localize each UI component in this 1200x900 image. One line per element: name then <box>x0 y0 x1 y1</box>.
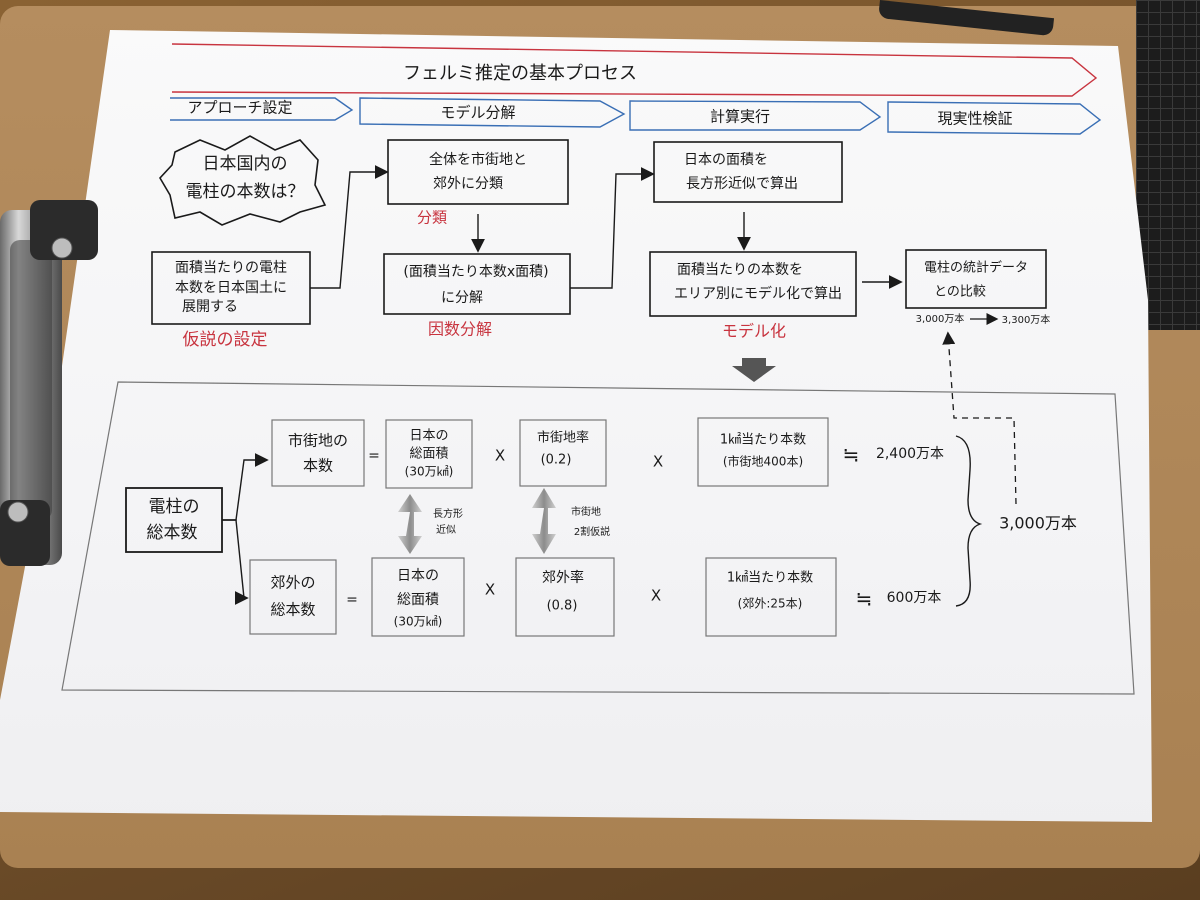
svg-text:=: = <box>368 448 380 464</box>
page-title: フェルミ推定の基本プロセス <box>403 63 637 84</box>
title-banner: フェルミ推定の基本プロセス <box>171 43 1098 97</box>
factor-label: 因数分解 <box>428 320 492 339</box>
svg-text:日本の面積を: 日本の面積を <box>684 152 768 168</box>
svg-text:近似: 近似 <box>436 523 456 536</box>
svg-text:市街地の: 市街地の <box>288 432 348 450</box>
svg-text:(市街地400本): (市街地400本) <box>723 454 803 469</box>
factor-box: (面積当たり本数x面積) に分解 <box>383 253 571 315</box>
total-box: 電柱の 総本数 <box>125 487 223 553</box>
svg-text:2割仮説: 2割仮説 <box>574 525 610 538</box>
classify-box: 全体を市街地と 郊外に分類 <box>387 139 569 205</box>
svg-text:(0.8): (0.8) <box>547 599 578 614</box>
svg-text:X: X <box>653 453 663 471</box>
urban-value: 2,400万本 <box>876 446 944 462</box>
classify-label: 分類 <box>417 209 447 227</box>
svg-text:1㎢当たり本数: 1㎢当たり本数 <box>720 433 806 448</box>
svg-text:に分解: に分解 <box>441 290 483 306</box>
svg-text:本数: 本数 <box>303 457 333 475</box>
svg-text:総面積: 総面積 <box>409 447 448 462</box>
compare-left-value: 3,000万本 <box>916 312 965 325</box>
svg-text:(30万㎢): (30万㎢) <box>394 615 443 629</box>
sum-brace <box>955 435 983 607</box>
svg-text:X: X <box>495 447 505 465</box>
svg-text:長方形近似で算出: 長方形近似で算出 <box>686 176 798 192</box>
svg-text:総面積: 総面積 <box>397 592 439 608</box>
phase-approach: アプローチ設定 <box>187 99 292 117</box>
phase-row: アプローチ設定 モデル分解 計算実行 現実性検証 <box>170 97 1102 135</box>
svg-text:郊外に分類: 郊外に分類 <box>433 175 503 192</box>
svg-text:総本数: 総本数 <box>147 523 198 543</box>
svg-text:(郊外:25本): (郊外:25本) <box>738 597 803 611</box>
svg-text:全体を市街地と: 全体を市街地と <box>429 151 527 168</box>
question-bubble: 日本国内の 電柱の本数は？ <box>159 135 327 226</box>
svg-text:長方形: 長方形 <box>433 507 463 520</box>
metal-clip <box>0 200 98 566</box>
compare-box: 電柱の統計データ との比較 <box>905 249 1047 309</box>
svg-text:展開する: 展開する <box>182 299 238 315</box>
svg-text:日本国内の: 日本国内の <box>203 154 288 174</box>
svg-text:総本数: 総本数 <box>270 601 315 619</box>
svg-text:電柱の統計データ: 電柱の統計データ <box>924 260 1028 276</box>
suburb-value: 600万本 <box>887 590 942 606</box>
phase-verify: 現実性検証 <box>937 110 1012 128</box>
compare-right-value: 3,300万本 <box>1002 313 1051 326</box>
phase-model: モデル分解 <box>440 104 515 122</box>
suburb-row: 郊外の 総本数 = 日本の 総面積 (30万㎢) X 郊外率 (0.8) X 1… <box>249 557 942 637</box>
svg-text:との比較: との比較 <box>934 285 986 300</box>
cutting-mat <box>1136 0 1200 330</box>
svg-text:郊外率: 郊外率 <box>542 569 584 586</box>
svg-text:≒: ≒ <box>843 443 860 467</box>
svg-text:本数を日本国土に: 本数を日本国土に <box>175 280 287 296</box>
hypothesis-label: 仮説の設定 <box>183 330 268 350</box>
area-box: 日本の面積を 長方形近似で算出 <box>653 141 843 203</box>
rate-link-arrow-icon <box>532 488 556 554</box>
svg-text:市街地: 市街地 <box>571 505 601 518</box>
svg-text:(面積当たり本数x面積): (面積当たり本数x面積) <box>403 264 548 280</box>
svg-text:市街地率: 市街地率 <box>537 430 589 446</box>
svg-text:面積当たりの本数を: 面積当たりの本数を <box>677 262 803 278</box>
svg-text:X: X <box>485 581 495 599</box>
svg-text:=: = <box>346 592 358 608</box>
model-box: 面積当たりの本数を エリア別にモデル化で算出 <box>649 251 857 317</box>
down-arrow-icon <box>732 358 776 382</box>
svg-text:電柱の本数は？: 電柱の本数は？ <box>186 182 305 202</box>
svg-text:(0.2): (0.2) <box>541 453 572 468</box>
svg-text:X: X <box>651 587 661 605</box>
calc-panel <box>61 381 1135 695</box>
urban-row: 市街地の 本数 = 日本の 総面積 (30万㎢) X 市街地率 (0.2) X … <box>271 417 944 489</box>
model-label: モデル化 <box>722 322 786 341</box>
svg-text:≒: ≒ <box>856 587 873 611</box>
svg-text:日本の: 日本の <box>409 429 448 444</box>
svg-text:電柱の: 電柱の <box>149 497 200 517</box>
hypothesis-box: 面積当たりの電柱 本数を日本国土に 展開する <box>151 251 311 325</box>
svg-text:エリア別にモデル化で算出: エリア別にモデル化で算出 <box>674 285 842 302</box>
area-link-arrow-icon <box>398 494 422 554</box>
svg-text:日本の: 日本の <box>397 568 439 584</box>
svg-text:面積当たりの電柱: 面積当たりの電柱 <box>175 260 287 276</box>
svg-text:(30万㎢): (30万㎢) <box>405 465 454 479</box>
grand-total: 3,000万本 <box>999 514 1077 533</box>
svg-text:郊外の: 郊外の <box>270 574 315 592</box>
phase-calc: 計算実行 <box>710 108 770 126</box>
verify-dashed-arrow <box>942 331 1017 505</box>
svg-text:1㎢当たり本数: 1㎢当たり本数 <box>727 571 813 586</box>
